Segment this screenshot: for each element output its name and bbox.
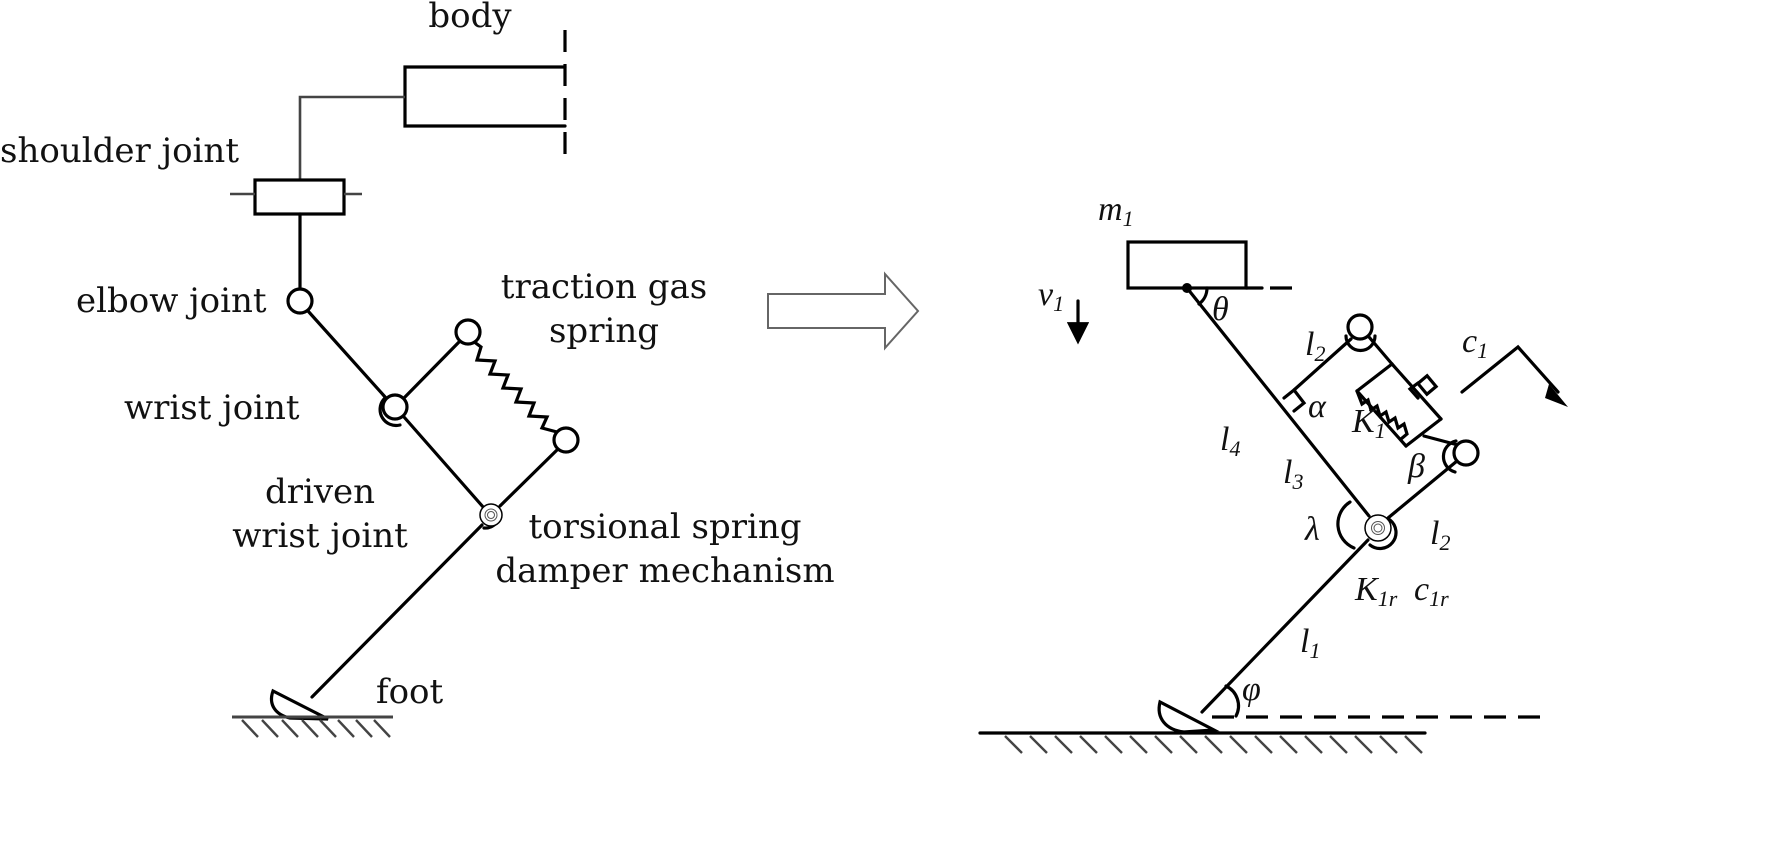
label-wrist-joint: wrist joint xyxy=(124,388,300,428)
link-l4-l3 xyxy=(1185,286,1371,518)
label-foot: foot xyxy=(376,672,444,712)
symbol-l1: l1 xyxy=(1300,623,1320,663)
symbol-l2-upper: l2 xyxy=(1305,326,1325,366)
lower-right-joint-icon xyxy=(1452,439,1480,467)
shoulder-joint-symbol xyxy=(230,178,362,216)
wrist-joint-icon xyxy=(381,393,409,421)
label-traction-gas-spring-2: spring xyxy=(549,311,659,351)
wrist-joint-bracket xyxy=(378,397,402,428)
foot-icon xyxy=(269,688,329,721)
symbol-c1r: c1r xyxy=(1414,571,1449,611)
symbol-v1: v1 xyxy=(1038,276,1064,316)
label-shoulder-joint: shoulder joint xyxy=(0,131,239,171)
spring-lower-joint-icon xyxy=(552,426,580,454)
spring-upper-joint-icon xyxy=(454,318,482,346)
link-l2-lower xyxy=(1386,459,1459,520)
body-block xyxy=(403,30,567,162)
lower-lever-link xyxy=(498,447,560,508)
torsional-joint-icon xyxy=(479,503,503,530)
ground-left xyxy=(232,715,393,738)
left-diagram: body shoulder joint xyxy=(0,0,835,738)
symbol-lambda: λ xyxy=(1304,511,1320,548)
mass-block xyxy=(1126,240,1248,290)
lambda-arc xyxy=(1336,500,1356,550)
torsional-joint-right-icon xyxy=(1364,514,1398,551)
symbol-l2-lower: l2 xyxy=(1430,515,1450,555)
damper-c1-piston xyxy=(1415,373,1439,397)
symbol-k1r: K1r xyxy=(1354,571,1398,611)
ground-right xyxy=(978,731,1427,754)
spring-k1 xyxy=(1355,389,1409,441)
damper-c1-cylinder xyxy=(1407,381,1420,400)
shank-link xyxy=(310,523,484,699)
symbol-l4: l4 xyxy=(1220,421,1240,461)
spring-damper-assembly xyxy=(1355,335,1460,448)
symbol-phi: φ xyxy=(1242,671,1261,708)
forearm-link xyxy=(306,309,388,400)
label-elbow-joint: elbow joint xyxy=(76,281,267,321)
link-l1 xyxy=(1200,538,1370,714)
symbol-c1: c1 xyxy=(1462,323,1488,363)
upper-lever-link xyxy=(402,339,462,400)
theta-arc xyxy=(1197,286,1209,306)
bending-direction-line xyxy=(1460,344,1560,394)
right-angle-mark xyxy=(1282,387,1307,413)
label-driven-wrist-joint-1: driven xyxy=(265,472,375,512)
upper-joint-icon xyxy=(1346,313,1374,341)
label-body: body xyxy=(428,0,512,36)
symbol-l3: l3 xyxy=(1283,454,1303,494)
link-l2-upper xyxy=(1292,337,1353,392)
traction-gas-spring xyxy=(471,339,559,434)
symbol-alpha: α xyxy=(1308,388,1327,425)
wrist-driven-link xyxy=(402,415,486,510)
right-diagram: m1 v1 θ xyxy=(978,191,1568,754)
body-shoulder-link xyxy=(298,95,405,180)
symbol-theta: θ xyxy=(1212,291,1229,328)
phi-arc xyxy=(1224,684,1241,718)
symbol-beta: β xyxy=(1407,448,1425,485)
label-traction-gas-spring-1: traction gas xyxy=(501,267,707,307)
beta-arc xyxy=(1441,439,1458,474)
symbol-k1: K1 xyxy=(1351,403,1386,443)
label-driven-wrist-joint-2: wrist joint xyxy=(232,516,408,556)
bending-direction-arrowhead-icon xyxy=(1545,384,1568,407)
elbow-joint-icon xyxy=(286,287,314,315)
transition-arrow-icon xyxy=(767,271,920,351)
symbol-m1: m1 xyxy=(1098,191,1134,231)
label-torsional-spring-2: damper mechanism xyxy=(495,551,834,591)
label-torsional-spring-1: torsional spring xyxy=(528,507,801,547)
